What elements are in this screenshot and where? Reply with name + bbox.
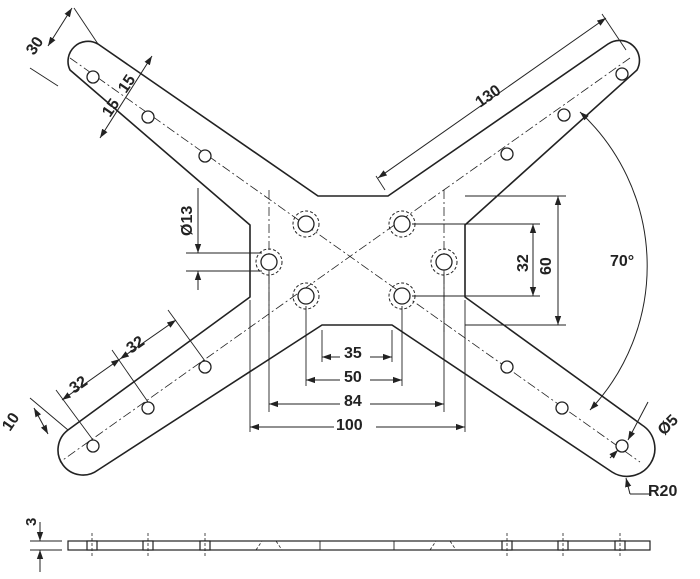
hole — [435, 253, 453, 271]
dim-angle: 70° — [579, 111, 648, 411]
hole — [198, 149, 212, 163]
hole — [615, 67, 629, 81]
label-130: 130 — [473, 82, 505, 111]
hole — [141, 401, 155, 415]
label-10: 10 — [0, 410, 23, 434]
label-dia-13: Ø13 — [179, 206, 196, 236]
label-35: 35 — [344, 345, 362, 362]
hole — [500, 360, 514, 374]
dim-inner-60: 60 — [465, 195, 566, 326]
hole — [297, 287, 315, 305]
hole — [500, 147, 514, 161]
label-100: 100 — [336, 417, 363, 434]
hole — [260, 253, 278, 271]
label-84: 84 — [344, 393, 362, 410]
label-32-inner: 32 — [515, 254, 532, 272]
hole — [393, 287, 411, 305]
hole — [86, 439, 100, 453]
label-30: 30 — [23, 34, 47, 58]
dim-thickness: 3 — [23, 518, 62, 572]
hole — [555, 401, 569, 415]
side-view — [67, 533, 651, 558]
hole — [86, 70, 100, 84]
label-50: 50 — [344, 369, 362, 386]
dim-widths: 35 50 84 100 — [249, 272, 466, 434]
hole — [557, 108, 571, 122]
dim-radius: R20 — [625, 477, 677, 500]
dim-end-10: 10 — [0, 397, 69, 435]
dim-inner-32: 32 — [412, 223, 540, 297]
hole — [297, 215, 315, 233]
label-70deg: 70° — [610, 253, 634, 270]
label-dia-5: Ø5 — [655, 412, 682, 439]
hole — [141, 110, 155, 124]
hole — [615, 439, 629, 453]
label-r20: R20 — [648, 483, 677, 500]
label-3: 3 — [23, 518, 40, 526]
hole — [198, 360, 212, 374]
dim-hole-diameter: Ø13 — [179, 188, 262, 290]
hole — [393, 215, 411, 233]
label-60: 60 — [538, 257, 555, 275]
